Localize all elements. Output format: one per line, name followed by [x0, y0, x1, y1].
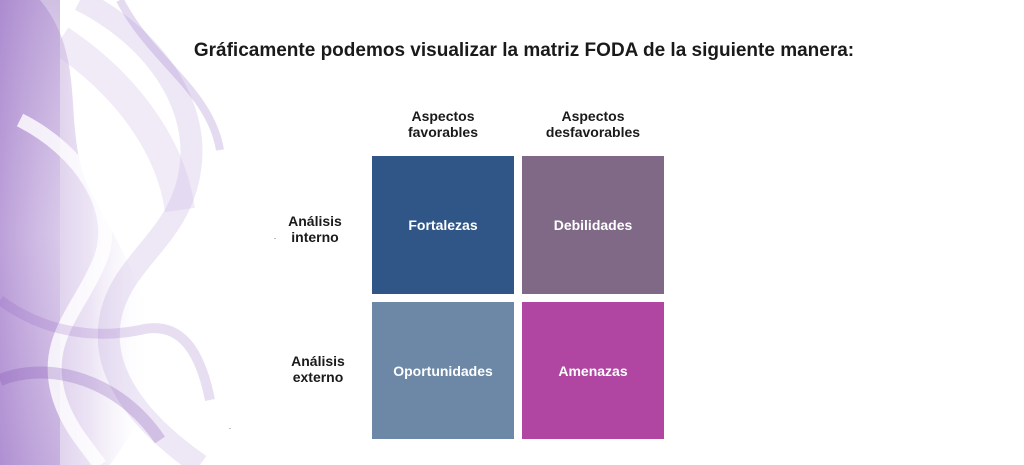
- row-header-line: interno: [291, 229, 339, 245]
- row-header-external: Análisis externo: [258, 353, 378, 385]
- row-header-internal: Análisis interno: [255, 213, 375, 245]
- column-header-line: Aspectos: [561, 108, 625, 124]
- column-header-line: Aspectos: [411, 108, 475, 124]
- cell-label: Oportunidades: [393, 362, 493, 379]
- cell-label: Amenazas: [558, 362, 628, 379]
- stray-dot: [229, 428, 231, 429]
- stray-dot: [274, 238, 276, 239]
- cell-amenazas: Amenazas: [522, 302, 664, 439]
- purple-swirl-decoration: [0, 0, 224, 465]
- column-header-line: favorables: [407, 124, 479, 140]
- column-header-unfavorable: Aspectos desfavorables: [518, 108, 668, 140]
- column-header-favorable: Aspectos favorables: [368, 108, 518, 140]
- column-header-line: desfavorables: [545, 124, 641, 140]
- row-header-line: externo: [292, 369, 344, 385]
- cell-label: Fortalezas: [408, 217, 478, 233]
- cell-fortalezas: Fortalezas: [372, 156, 514, 294]
- cell-label: Debilidades: [553, 217, 633, 233]
- page-title: Gráficamente podemos visualizar la matri…: [193, 40, 855, 61]
- cell-debilidades: Debilidades: [522, 156, 664, 294]
- row-header-line: Análisis: [288, 213, 342, 229]
- cell-oportunidades: Oportunidades: [372, 302, 514, 439]
- row-header-line: Análisis: [291, 353, 345, 369]
